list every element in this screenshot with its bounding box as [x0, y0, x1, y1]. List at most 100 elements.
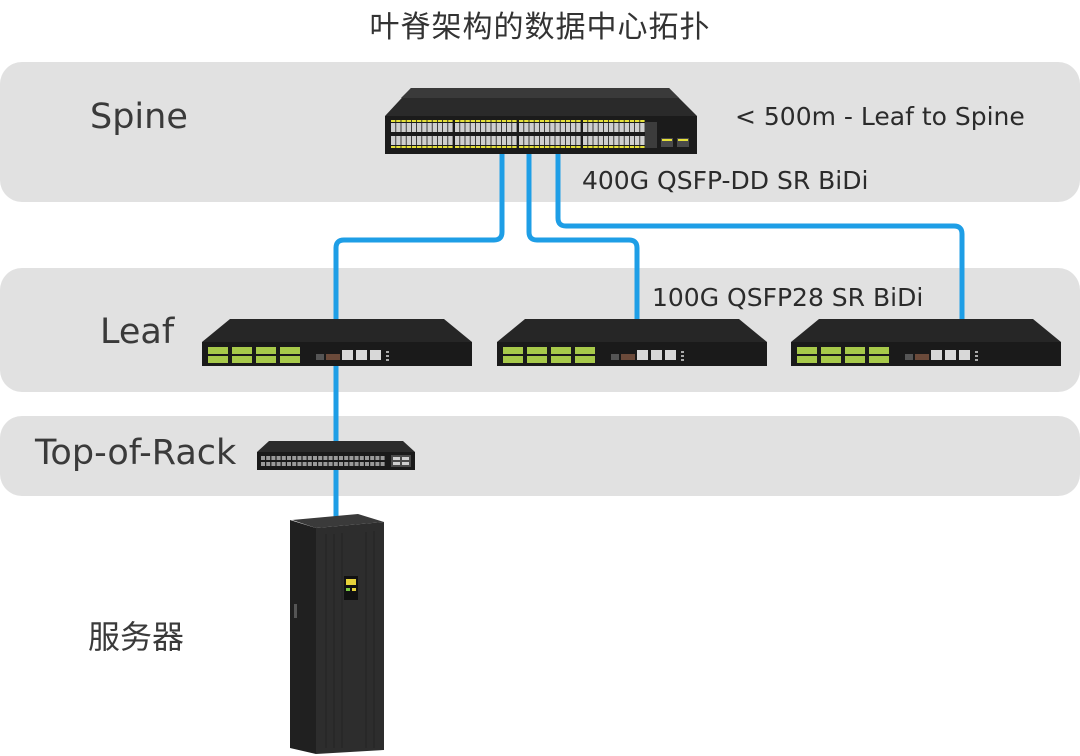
spine-port-led [609, 146, 614, 148]
spine-port [391, 123, 396, 132]
spine-port [437, 136, 443, 145]
tor-port [380, 462, 385, 466]
leaf-link-note: 100G QSFP28 SR BiDi [652, 283, 924, 312]
spine-port [583, 136, 588, 145]
leaf-qsfp-port [845, 356, 865, 363]
spine-port [417, 136, 422, 145]
leaf-qsfp-port [869, 356, 889, 363]
tor-port [370, 456, 375, 460]
spine-port-led [422, 120, 427, 122]
spine-port [470, 136, 475, 145]
tor-port [292, 462, 297, 466]
leaf-qsfp-port [797, 356, 817, 363]
tor-port [261, 456, 265, 460]
tor-port [302, 456, 307, 460]
tor-port [313, 462, 317, 466]
spine-port-led [401, 146, 406, 148]
leaf-led [975, 359, 978, 361]
spine-port-led [588, 120, 593, 122]
spine-port-led [614, 146, 619, 148]
spine-port [524, 123, 529, 132]
leaf-led [681, 351, 684, 353]
leaf-led [386, 355, 389, 357]
tor-port [359, 462, 364, 466]
spine-port [534, 136, 539, 145]
spine-port-led [427, 146, 432, 148]
spine-port [571, 136, 576, 145]
spine-port [460, 123, 465, 132]
spine-port [406, 123, 411, 132]
spine-port-led [524, 146, 529, 148]
spine-port-led [427, 120, 432, 122]
spine-port [401, 136, 406, 145]
tor-port [349, 456, 354, 460]
spine-port-led [560, 146, 565, 148]
leaf-qsfp-port [551, 356, 571, 363]
spine-port [588, 123, 593, 132]
spine-port [475, 136, 481, 145]
leaf-qsfp-port [256, 347, 276, 354]
tor-port [365, 462, 369, 466]
spine-port [501, 123, 507, 132]
tor-port [281, 462, 286, 466]
spine-port [422, 123, 427, 132]
spine-port [427, 123, 432, 132]
spine-port-led [539, 120, 545, 122]
spine-port-led [443, 146, 448, 148]
spine-port-led [411, 120, 417, 122]
spine-port-led [635, 120, 640, 122]
spine-port-led [624, 120, 629, 122]
leaf-qsfp-port [256, 356, 276, 363]
spine-port [629, 136, 635, 145]
spine-port-led [583, 120, 588, 122]
spine-port [455, 136, 460, 145]
spine-port-led [583, 146, 588, 148]
spine-port-led [406, 120, 411, 122]
spine-port [427, 136, 432, 145]
spine-port-led [401, 120, 406, 122]
spine-port [411, 123, 417, 132]
spine-port-led [529, 146, 534, 148]
leaf-qsfp-port [845, 347, 865, 354]
spine-port-led [417, 146, 422, 148]
spine-port [640, 123, 645, 132]
leaf-qsfp-port [797, 347, 817, 354]
spine-port [432, 136, 437, 145]
spine-port [598, 123, 603, 132]
spine-port-led [571, 146, 576, 148]
tor-port [323, 462, 328, 466]
spine-port-led [481, 146, 486, 148]
spine-port [496, 123, 501, 132]
spine-port-led [629, 146, 635, 148]
spine-port [437, 123, 443, 132]
leaf-rj45-port [651, 350, 662, 360]
leaf-qsfp-port [208, 356, 228, 363]
tor-port [359, 456, 364, 460]
leaf-led [975, 351, 978, 353]
spine-port-led [496, 120, 501, 122]
spine-port-led [507, 120, 512, 122]
tor-port [370, 462, 375, 466]
leaf-led [681, 359, 684, 361]
spine-port-led [550, 120, 555, 122]
spine-port-led [432, 120, 437, 122]
spine-port [486, 123, 491, 132]
spine-port [565, 136, 571, 145]
spine-port-led [524, 120, 529, 122]
spine-port-led [475, 120, 481, 122]
leaf-switch-2-icon [497, 319, 767, 366]
spine-port-led [560, 120, 565, 122]
spine-port [448, 123, 453, 132]
spine-port [619, 123, 624, 132]
leaf-qsfp-port [575, 356, 595, 363]
spine-label: Spine [90, 97, 188, 137]
spine-port-led [576, 146, 581, 148]
spine-port-led [470, 120, 475, 122]
spine-port [603, 123, 609, 132]
spine-port [629, 123, 635, 132]
spine-port [443, 123, 448, 132]
leaf-led [386, 351, 389, 353]
tor-port [339, 462, 343, 466]
spine-port-led [534, 120, 539, 122]
tor-label: Top-of-Rack [35, 433, 237, 473]
